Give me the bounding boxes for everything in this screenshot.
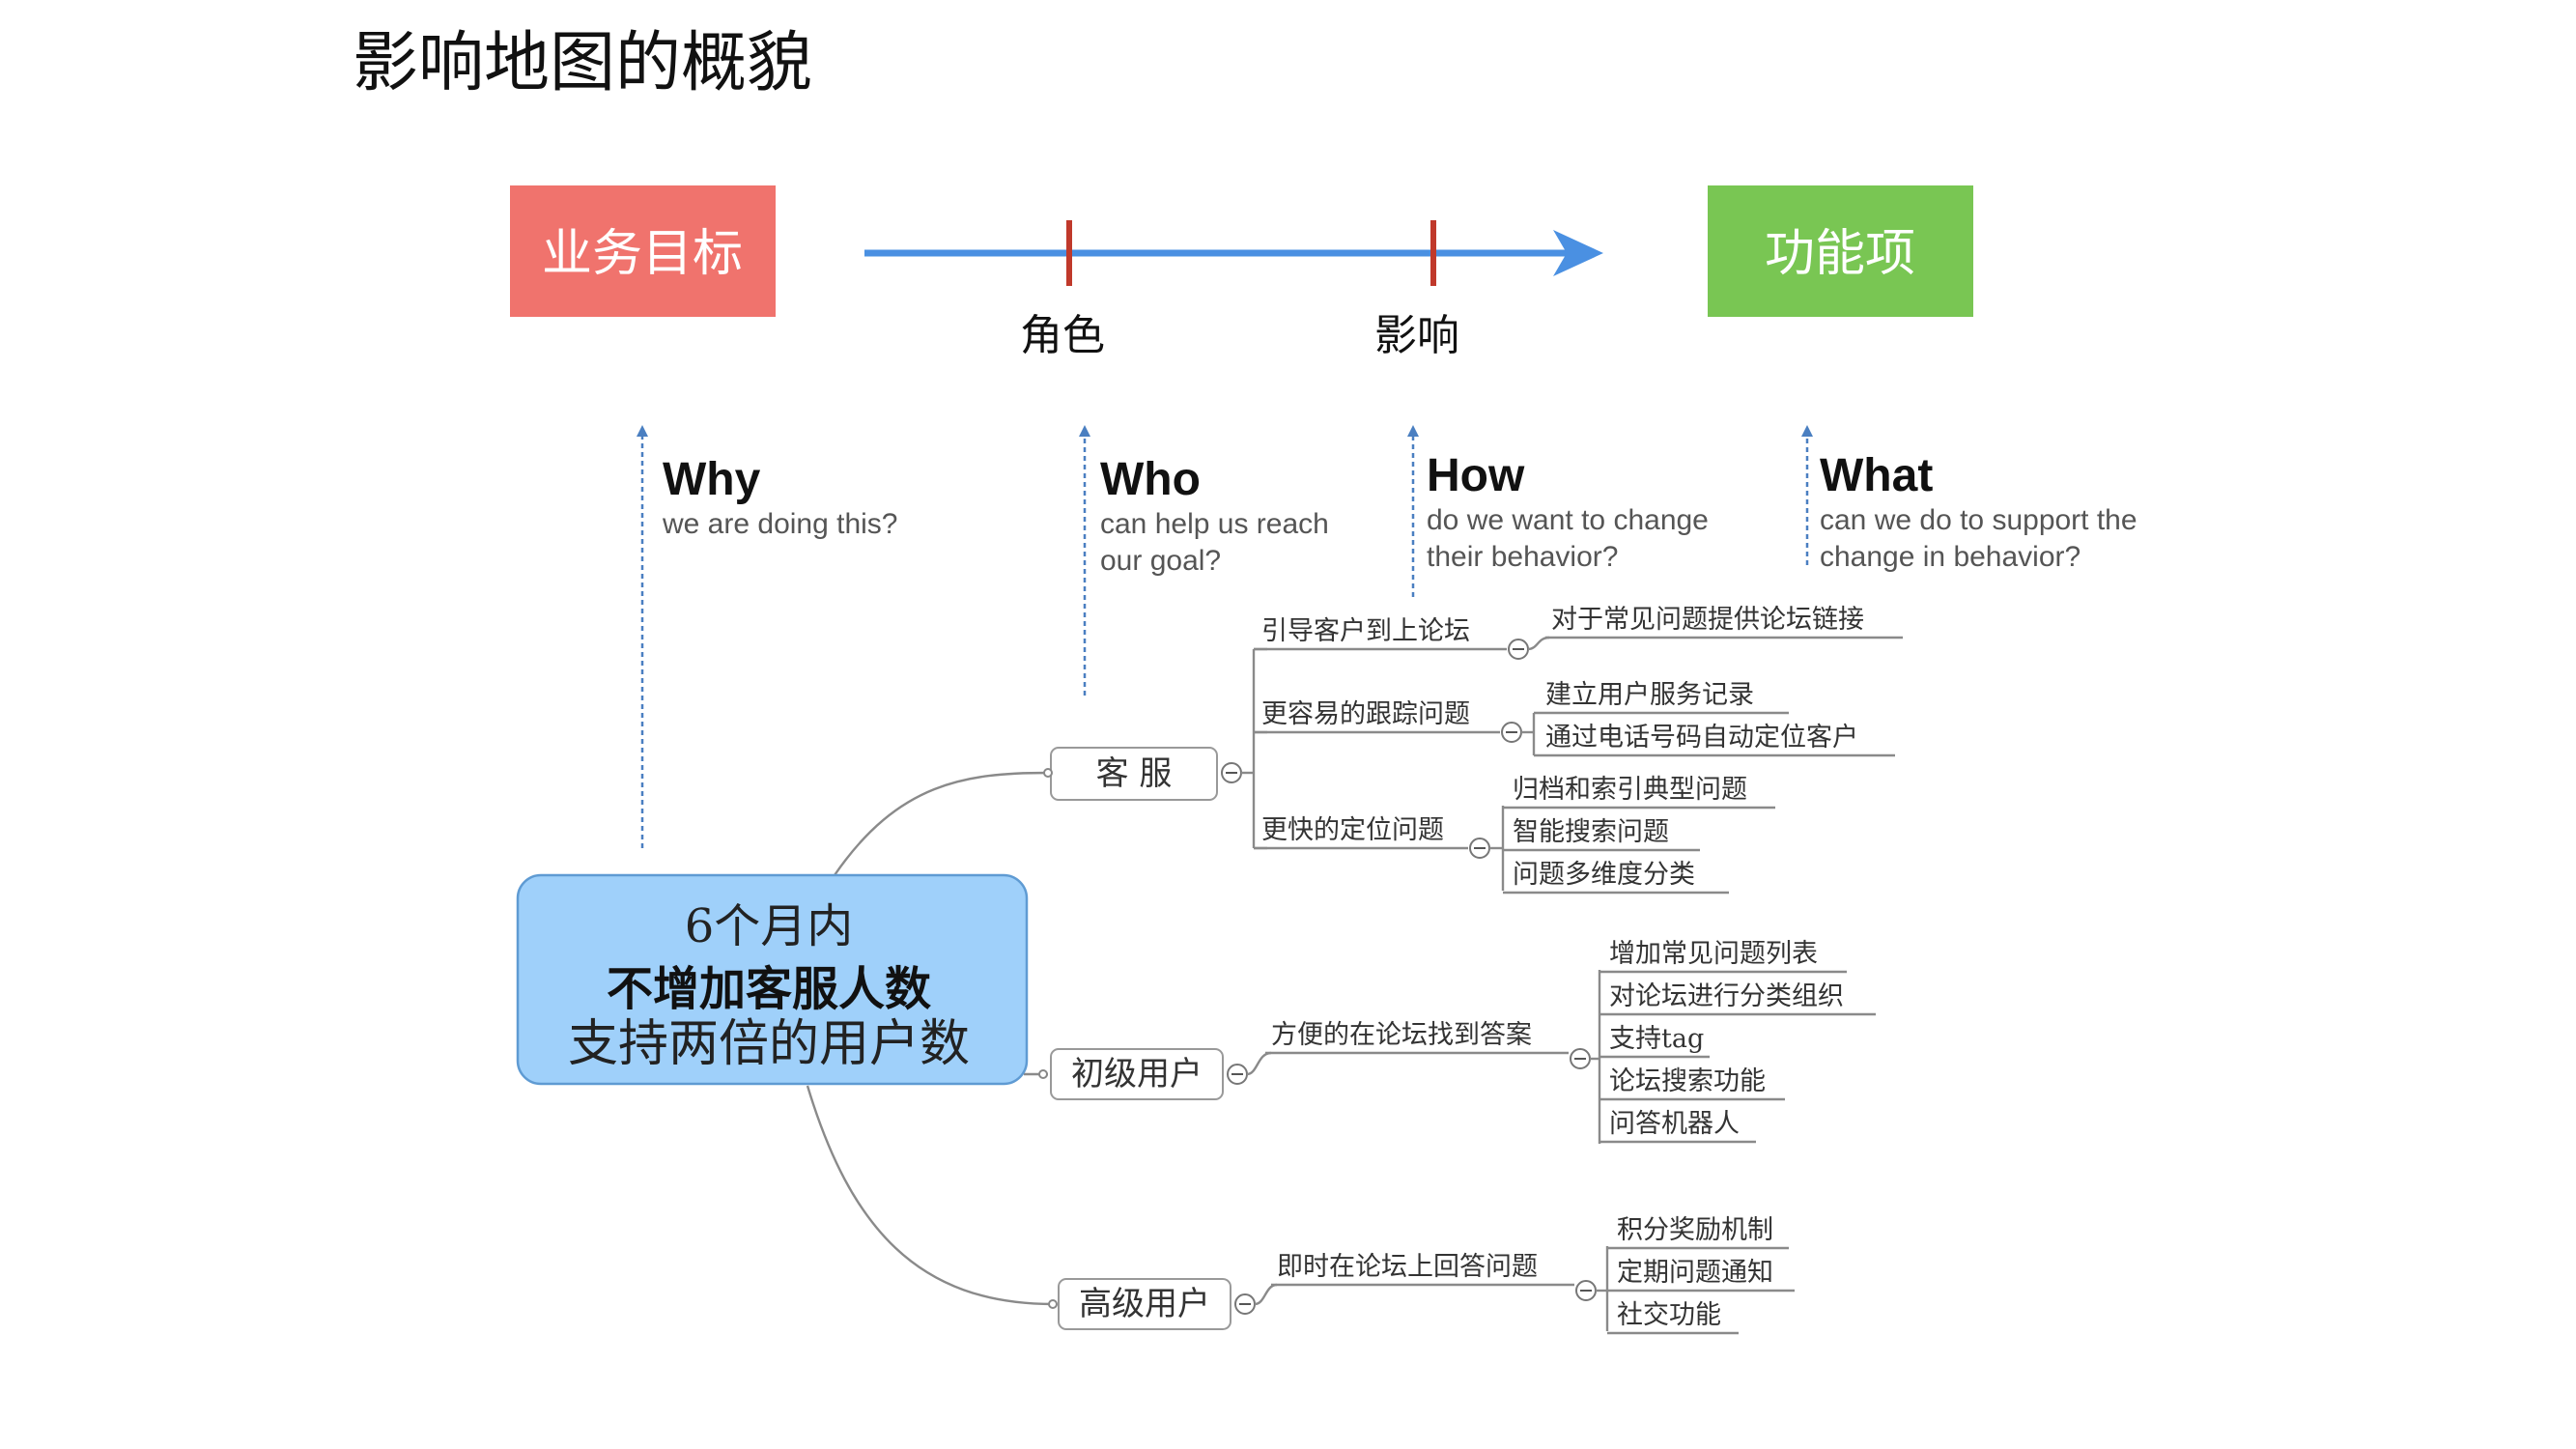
goal-line-1: 6个月内 bbox=[685, 899, 854, 953]
connector bbox=[1254, 1283, 1278, 1306]
deliverable-label: 问答机器人 bbox=[1609, 1109, 1740, 1139]
central-goal-box bbox=[516, 873, 1029, 1086]
arrow-head-icon bbox=[1553, 230, 1603, 276]
deliverable-node[interactable]: 论坛搜索功能 bbox=[1599, 1066, 1785, 1101]
why-heading: Why bbox=[663, 454, 761, 505]
deliverable-node[interactable]: 积分奖励机制 bbox=[1607, 1215, 1789, 1250]
connector-goal-to-actor-senior bbox=[806, 1085, 1054, 1306]
deliverable-label: 问题多维度分类 bbox=[1513, 860, 1695, 890]
collapse-toggle-icon[interactable] bbox=[1501, 722, 1522, 743]
deliverable-label: 论坛搜索功能 bbox=[1609, 1066, 1766, 1096]
collapse-toggle-icon[interactable] bbox=[1469, 838, 1490, 859]
actor-box bbox=[1058, 1278, 1231, 1330]
deliverable-label: 积分奖励机制 bbox=[1617, 1215, 1773, 1245]
how-subtitle-1: do we want to change bbox=[1427, 504, 1709, 536]
what-subtitle-1: can we do to support the bbox=[1820, 504, 2137, 536]
deliverable-label: 社交功能 bbox=[1617, 1300, 1721, 1330]
collapse-toggle-icon[interactable] bbox=[1575, 1280, 1597, 1301]
deliverable-label: 对论坛进行分类组织 bbox=[1609, 981, 1844, 1011]
why-guide-arrow-icon bbox=[637, 425, 648, 437]
impact-label: 更快的定位问题 bbox=[1261, 815, 1444, 845]
impact-label: 引导客户到上论坛 bbox=[1261, 616, 1470, 646]
feature-box-bg bbox=[1708, 185, 1973, 317]
actor-node-customer-service[interactable]: 客 服 bbox=[1050, 747, 1218, 801]
why-subtitle-1: we are doing this? bbox=[662, 508, 898, 540]
how-heading: How bbox=[1427, 450, 1525, 501]
impact-label: 方便的在论坛找到答案 bbox=[1271, 1020, 1532, 1050]
deliverable-node[interactable]: 建立用户服务记录 bbox=[1534, 680, 1789, 715]
progress-arrow bbox=[864, 220, 1603, 286]
collapse-toggle-icon[interactable] bbox=[1221, 762, 1242, 783]
who-subtitle-1: can help us reach bbox=[1100, 508, 1329, 540]
business-goal-label: 业务目标 bbox=[542, 225, 743, 283]
deliverable-label: 增加常见问题列表 bbox=[1609, 939, 1818, 969]
what-subtitle-2: change in behavior? bbox=[1820, 541, 2081, 573]
deliverable-label: 通过电话号码自动定位客户 bbox=[1545, 723, 1858, 753]
how-subtitle-2: their behavior? bbox=[1427, 541, 1618, 573]
impact-node[interactable]: 更容易的跟踪问题 bbox=[1254, 699, 1500, 734]
stage-impact-label: 影响 bbox=[1374, 311, 1459, 360]
feature-box: 功能项 bbox=[1708, 185, 1973, 317]
page-title: 影响地图的概貌 bbox=[353, 25, 812, 101]
impact-node[interactable]: 更快的定位问题 bbox=[1254, 815, 1468, 850]
deliverable-node[interactable]: 通过电话号码自动定位客户 bbox=[1534, 723, 1895, 757]
who-subtitle-2: our goal? bbox=[1100, 545, 1221, 577]
deliverable-label: 定期问题通知 bbox=[1617, 1258, 1773, 1288]
collapse-toggle-icon[interactable] bbox=[1570, 1048, 1591, 1069]
connector-goal-to-actor-cs bbox=[834, 771, 1049, 876]
deliverable-node[interactable]: 定期问题通知 bbox=[1607, 1258, 1795, 1293]
deliverable-label: 支持tag bbox=[1609, 1024, 1704, 1054]
deliverable-node[interactable]: 智能搜索问题 bbox=[1503, 817, 1700, 852]
business-goal-box-bg bbox=[510, 185, 776, 317]
deliverable-node[interactable]: 增加常见问题列表 bbox=[1599, 939, 1847, 974]
goal-line-2: 不增加客服人数 bbox=[607, 962, 931, 1016]
actor-node-junior-user[interactable]: 初级用户 bbox=[1050, 1048, 1224, 1100]
actor-box bbox=[1050, 1048, 1224, 1100]
actor-label: 客 服 bbox=[1096, 754, 1173, 793]
central-goal-node[interactable]: 6个月内 不增加客服人数 支持两倍的用户数 bbox=[516, 873, 1029, 1086]
who-guide-arrow-icon bbox=[1079, 425, 1090, 437]
impact-node[interactable]: 引导客户到上论坛 bbox=[1254, 616, 1507, 651]
level-guides bbox=[640, 433, 1809, 848]
impact-node[interactable]: 即时在论坛上回答问题 bbox=[1271, 1252, 1574, 1287]
connector-dot-icon bbox=[1043, 768, 1053, 778]
impact-label: 更容易的跟踪问题 bbox=[1261, 699, 1470, 729]
deliverable-node[interactable]: 问答机器人 bbox=[1599, 1109, 1756, 1144]
deliverable-node[interactable]: 归档和索引典型问题 bbox=[1503, 775, 1775, 810]
deliverable-label: 归档和索引典型问题 bbox=[1513, 775, 1747, 805]
level-guide-arrowheads bbox=[637, 425, 1813, 437]
impact-label: 即时在论坛上回答问题 bbox=[1277, 1252, 1538, 1282]
actor-label: 高级用户 bbox=[1079, 1285, 1210, 1323]
collapse-toggle-icon[interactable] bbox=[1227, 1064, 1248, 1085]
who-heading: Who bbox=[1100, 454, 1201, 505]
what-heading: What bbox=[1820, 450, 1933, 501]
connector bbox=[1527, 636, 1550, 651]
deliverable-label: 建立用户服务记录 bbox=[1545, 680, 1754, 710]
goal-line-3: 支持两倍的用户数 bbox=[568, 1015, 970, 1073]
impact-node[interactable]: 方便的在论坛找到答案 bbox=[1265, 1020, 1569, 1055]
actor-label: 初级用户 bbox=[1071, 1055, 1203, 1094]
deliverable-node[interactable]: 社交功能 bbox=[1607, 1300, 1739, 1335]
stage-actor-label: 角色 bbox=[1020, 311, 1105, 360]
deliverable-node[interactable]: 问题多维度分类 bbox=[1503, 860, 1729, 895]
connector-dot-icon bbox=[1048, 1299, 1058, 1309]
actor-node-senior-user[interactable]: 高级用户 bbox=[1058, 1278, 1231, 1330]
connector-dot-icon bbox=[1038, 1069, 1048, 1079]
collapse-toggle-icon[interactable] bbox=[1508, 639, 1529, 660]
what-guide-arrow-icon bbox=[1801, 425, 1813, 437]
feature-box-label: 功能项 bbox=[1765, 225, 1915, 283]
how-guide-arrow-icon bbox=[1407, 425, 1419, 437]
collapse-toggle-icon[interactable] bbox=[1234, 1293, 1256, 1315]
deliverable-label: 智能搜索问题 bbox=[1513, 817, 1669, 847]
deliverable-node[interactable]: 对于常见问题提供论坛链接 bbox=[1545, 605, 1903, 639]
deliverable-node[interactable]: 支持tag bbox=[1599, 1024, 1710, 1059]
deliverable-node[interactable]: 对论坛进行分类组织 bbox=[1599, 981, 1876, 1016]
deliverable-label: 对于常见问题提供论坛链接 bbox=[1551, 605, 1864, 635]
business-goal-box: 业务目标 bbox=[510, 185, 776, 317]
connector bbox=[1246, 1051, 1272, 1076]
